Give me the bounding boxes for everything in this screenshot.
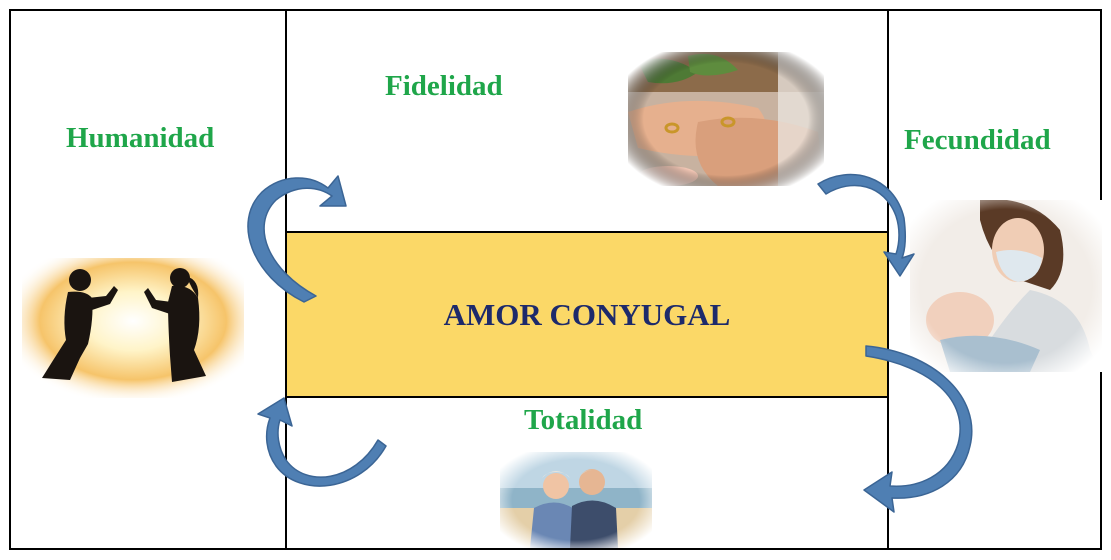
frame-border-top (9, 9, 1102, 11)
frame-border-left (9, 9, 11, 550)
label-humanidad: Humanidad (66, 122, 215, 154)
frame-border-bottom (9, 548, 1102, 550)
label-fecundidad: Fecundidad (904, 124, 1051, 156)
arrow-fidelidad-to-fecundidad (817, 173, 915, 277)
arrow-totalidad-to-humanidad (257, 397, 387, 487)
label-fidelidad: Fidelidad (385, 70, 503, 102)
mother-baby-image (910, 200, 1102, 372)
praying-couple-image (22, 258, 244, 398)
label-totalidad: Totalidad (524, 404, 643, 436)
elderly-couple-image (500, 452, 652, 548)
arrow-fecundidad-to-totalidad (863, 345, 973, 513)
arrow-humanidad-to-fidelidad (247, 175, 347, 303)
center-label: AMOR CONYUGAL (443, 296, 731, 332)
wedding-rings-image (628, 52, 824, 186)
center-box: AMOR CONYUGAL (285, 231, 889, 398)
